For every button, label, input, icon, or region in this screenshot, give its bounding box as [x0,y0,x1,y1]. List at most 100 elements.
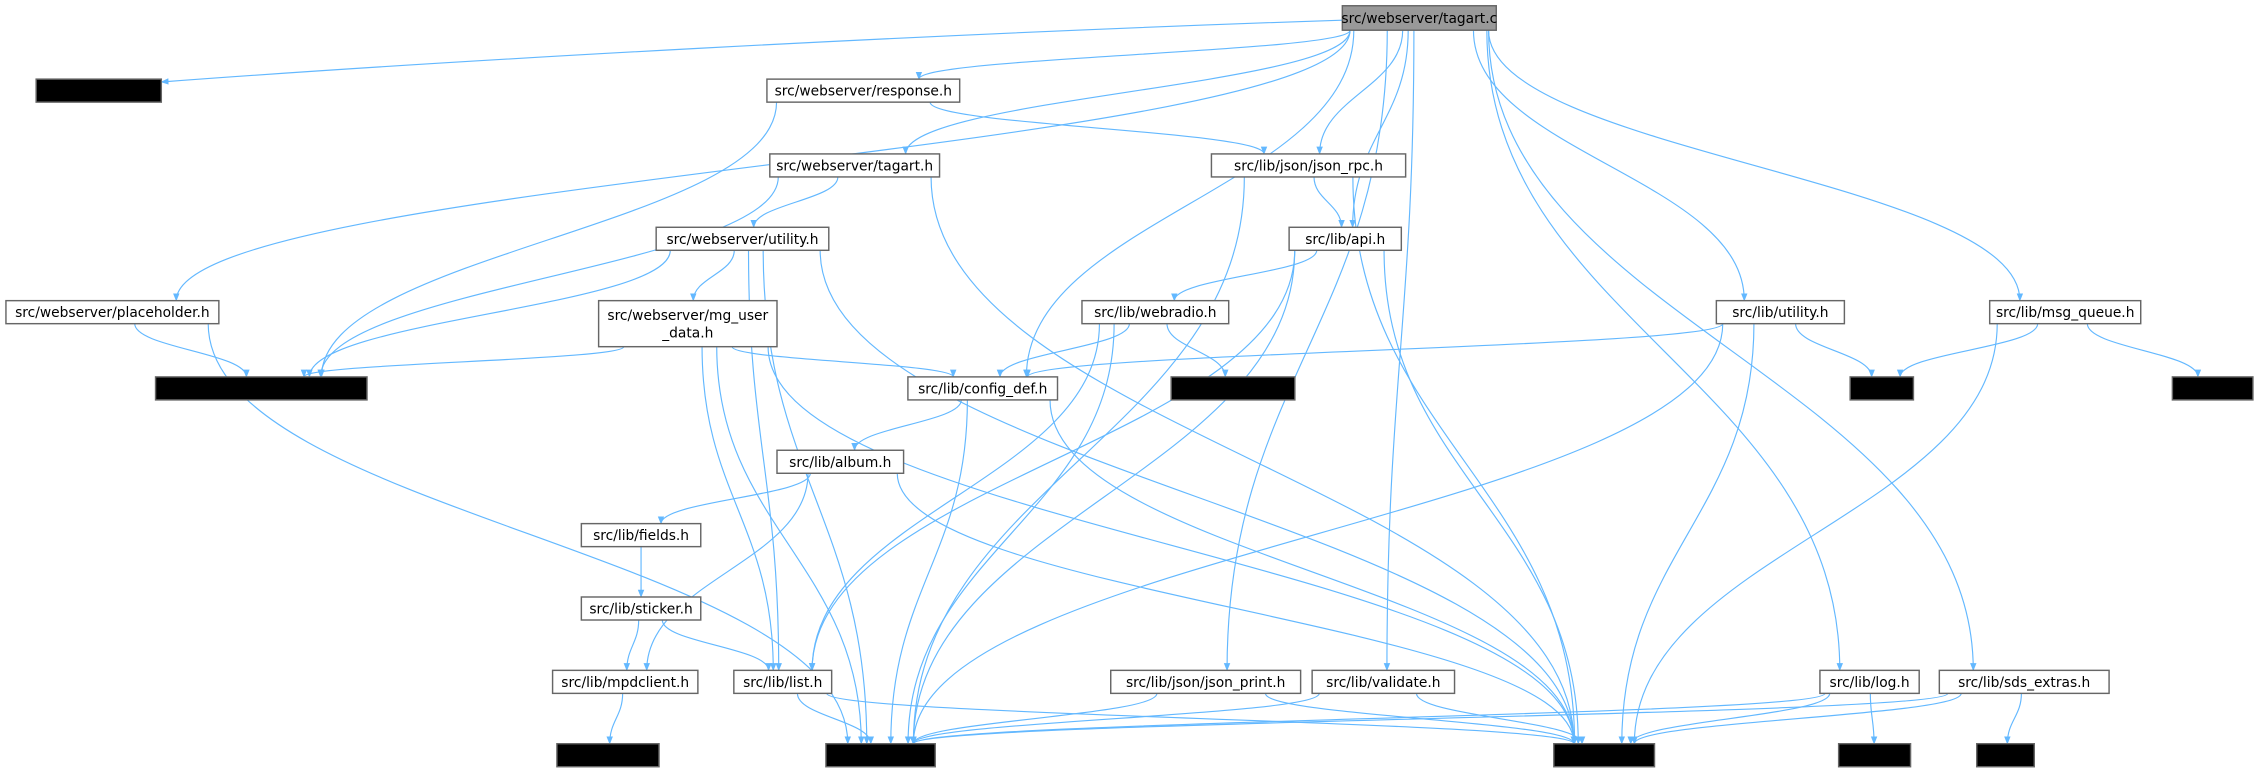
node-web-utility[interactable]: src/webserver/utility.h [655,226,830,252]
edge-lib_utility-to-sds [910,323,1724,745]
edge-placeholder-to-mongoose [134,323,250,378]
node-label: stdio.h [1982,748,2029,764]
node-fields[interactable]: src/lib/fields.h [580,522,702,548]
node-log[interactable]: src/lib/log.h [1819,669,1920,695]
node-api[interactable]: src/lib/api.h [1288,226,1403,252]
edge-sds_extras-to-stdbool [1631,693,1962,745]
node-box[interactable] [154,376,368,401]
edge-mg_user_data-to-stdbool [767,346,1578,745]
edge-response-to-mongoose [318,102,778,378]
node-box[interactable] [1110,669,1302,695]
edge-mg_user_data-to-sds [716,346,865,745]
node-mpdclient[interactable]: src/lib/mpdclient.h [551,669,699,695]
node-box[interactable] [1715,299,1846,325]
node-box[interactable] [655,226,830,252]
edge-mg_user_data-to-config_def [731,346,957,378]
node-label: src/lib/fields.h [593,528,689,544]
node-label: src/webserver/response.h [775,84,952,100]
node-box[interactable] [1837,743,1912,768]
node-box[interactable] [1849,376,1915,401]
node-box[interactable] [580,522,702,548]
edge-validate-to-stdbool [1415,693,1586,745]
node-lib-utility[interactable]: src/lib/utility.h [1715,299,1846,325]
node-label: src/lib/webradio.h [1094,305,1216,321]
node-label: src/lib/list.h [743,675,822,691]
node-webradio[interactable]: src/lib/webradio.h [1081,299,1230,325]
node-sds[interactable]: dist/sds/sds.h [825,743,936,768]
node-box[interactable] [907,376,1059,401]
node-box[interactable] [1170,376,1296,401]
node-box[interactable] [1210,153,1407,178]
node-mpd-client[interactable]: mpd/client.h [556,743,660,768]
edge-tagart_c-to-json_print [1223,30,1388,672]
node-compile-time[interactable]: compile_time.h [35,78,163,103]
node-box[interactable] [1288,226,1403,252]
node-pthread[interactable]: pthread.h [2171,376,2254,401]
node-box[interactable] [1341,5,1497,31]
edge-api-to-stdbool [1383,250,1582,745]
node-box[interactable] [1988,299,2142,325]
node-json-rpc[interactable]: src/lib/json/json_rpc.h [1210,153,1407,178]
node-mongoose[interactable]: dist/mongoose/mongoose.h [154,376,368,401]
edge-webradio-to-rax [1166,323,1229,378]
node-label: src/lib/json/json_rpc.h [1234,158,1383,174]
node-label: src/lib/sticker.h [589,602,692,618]
node-box[interactable] [597,299,778,348]
node-tagart-h[interactable]: src/webserver/tagart.h [769,153,941,178]
edge-mg_user_data-to-list [701,346,777,672]
edge-lib_utility-to-time [1795,323,1875,378]
node-msg-queue[interactable]: src/lib/msg_queue.h [1988,299,2142,325]
node-box[interactable] [2171,376,2254,401]
node-box[interactable] [1938,669,2110,695]
node-box[interactable] [580,596,702,621]
node-box[interactable] [551,669,699,695]
edge-tagart_c-to-json_rpc [1316,30,1404,155]
node-placeholder[interactable]: src/webserver/placeholder.h [5,299,220,325]
node-box[interactable] [1976,743,2035,768]
node-syslog[interactable]: syslog.h [1837,743,1912,768]
edge-sds_extras-to-stdio [2004,693,2022,745]
node-box[interactable] [733,669,833,695]
node-label: src/lib/album.h [789,455,891,471]
node-label: src/lib/utility.h [1732,305,1828,321]
node-box[interactable] [1553,743,1656,768]
node-config-def[interactable]: src/lib/config_def.h [907,376,1059,401]
node-box[interactable] [556,743,660,768]
edge-lib_utility-to-stdbool [1618,323,1755,745]
node-album[interactable]: src/lib/album.h [776,449,905,474]
node-sticker[interactable]: src/lib/sticker.h [580,596,702,621]
node-box[interactable] [1081,299,1230,325]
node-box[interactable] [769,153,941,178]
edge-api-to-list [808,250,1296,672]
node-box[interactable] [766,78,961,103]
node-label: src/lib/config_def.h [918,381,1047,397]
edge-mpdclient-to-mpd_client [606,693,624,745]
node-label: time.h [1860,381,1904,397]
edge-config_def-to-sds [887,399,968,745]
node-box[interactable] [1311,669,1456,695]
node-box[interactable] [35,78,163,103]
node-box[interactable] [776,449,905,474]
edge-tagart_c-to-tagart_h [902,30,1351,155]
edge-log-to-sds [910,692,1826,745]
node-json-print[interactable]: src/lib/json/json_print.h [1110,669,1302,695]
node-box[interactable] [825,743,936,768]
node-box[interactable] [5,299,220,325]
node-label: src/webserver/tagart.c [1341,11,1497,27]
edge-tagart_c-to-response [915,29,1351,80]
node-stdio[interactable]: stdio.h [1976,743,2035,768]
node-time[interactable]: time.h [1849,376,1915,401]
node-response[interactable]: src/webserver/response.h [766,78,961,103]
edges-layer [134,19,2202,745]
edge-json_rpc-to-sds [910,176,1245,745]
nodes-layer: src/webserver/tagart.c compile_time.h src/… [5,5,2254,768]
node-box[interactable] [1819,669,1920,695]
node-mg-user-data[interactable]: src/webserver/mg_user_data.h [597,299,778,348]
edge-json_rpc-to-api [1313,176,1345,229]
node-stdbool[interactable]: stdbool.h [1553,743,1656,768]
node-sds-extras[interactable]: src/lib/sds_extras.h [1938,669,2110,695]
node-validate[interactable]: src/lib/validate.h [1311,669,1456,695]
node-list[interactable]: src/lib/list.h [733,669,833,695]
node-rax[interactable]: dist/rax/rax.h [1170,376,1296,401]
node-tagart-c[interactable]: src/webserver/tagart.c [1341,5,1497,31]
